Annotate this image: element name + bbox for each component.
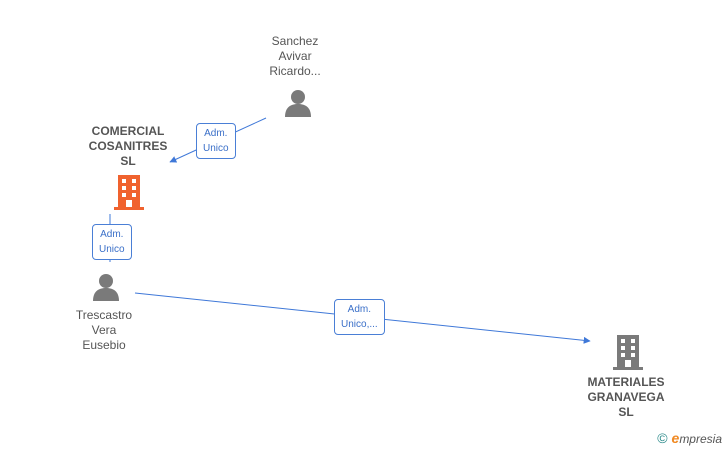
node-label-line: Vera (91, 323, 117, 337)
building-icon[interactable] (611, 334, 645, 370)
person-icon[interactable] (91, 272, 121, 302)
node-label-line: COSANITRES (88, 139, 168, 153)
node-label-line: MATERIALES (587, 375, 665, 389)
node-label-comercial: COMERCIAL COSANITRES SL (78, 124, 178, 169)
brand-watermark: © empresia (657, 430, 722, 446)
edge-label-sanchez-comercial[interactable]: Adm. Unico (196, 123, 236, 159)
edge-label-trescastro-materiales[interactable]: Adm. Unico,... (334, 299, 385, 335)
copyright-icon: © (657, 430, 668, 446)
edge-label-line: Adm. (100, 229, 124, 240)
node-label-sanchez: Sanchez Avivar Ricardo... (250, 34, 340, 79)
node-label-line: Avivar (278, 49, 312, 63)
brand-name: mpresia (679, 432, 722, 446)
edge-label-line: Unico (203, 143, 229, 154)
node-label-line: SL (120, 154, 136, 168)
edge-label-trescastro-comercial[interactable]: Adm. Unico (92, 224, 132, 260)
edge-label-line: Adm. (347, 304, 372, 315)
edge-label-line: Unico (99, 244, 125, 255)
edge-label-line: Unico,... (341, 319, 378, 330)
building-icon-highlight[interactable] (112, 174, 146, 210)
node-label-line: GRANAVEGA (587, 390, 665, 404)
edge-label-line: Adm. (204, 128, 228, 139)
node-label-line: Ricardo... (269, 64, 321, 78)
node-label-trescastro: Trescastro Vera Eusebio (58, 308, 150, 353)
node-label-line: Trescastro (75, 308, 133, 322)
node-label-line: SL (618, 405, 634, 419)
brand-initial: e (671, 430, 680, 446)
node-label-materiales: MATERIALES GRANAVEGA SL (578, 375, 674, 420)
person-icon[interactable] (283, 88, 313, 118)
node-label-line: Sanchez (271, 34, 319, 48)
node-label-line: COMERCIAL (91, 124, 165, 138)
node-label-line: Eusebio (82, 338, 126, 352)
